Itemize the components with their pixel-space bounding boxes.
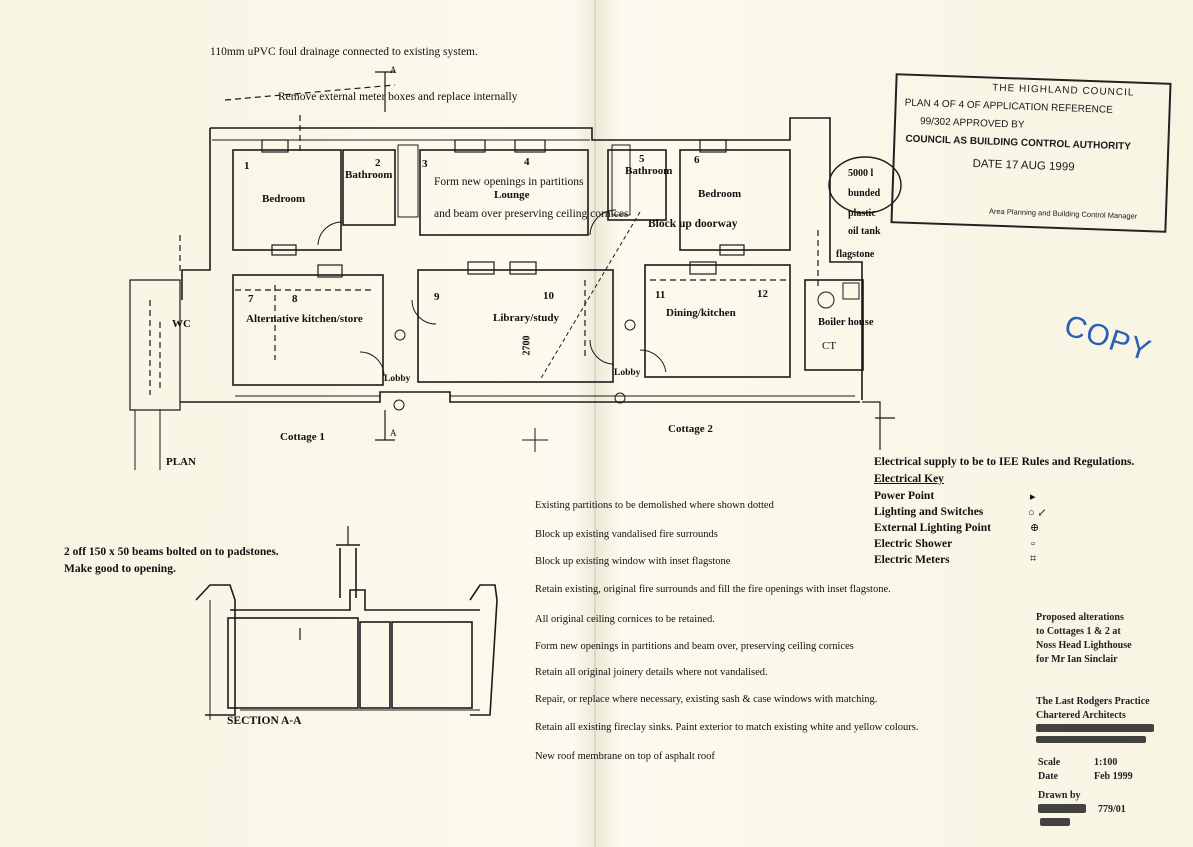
wc-label: WC — [172, 318, 191, 330]
general-note-7: Retain all original joinery details wher… — [535, 667, 768, 678]
lighting-switch-icon: ○ ↙ — [1028, 507, 1047, 519]
room-number-3: 3 — [422, 158, 428, 170]
lobby-label-1: Lobby — [384, 374, 411, 384]
cottage-1-label: Cottage 1 — [280, 431, 325, 443]
oil-tank-line-4: oil tank — [848, 226, 881, 237]
scale-label: Scale — [1038, 757, 1061, 768]
key-external-lighting: External Lighting Point — [874, 522, 991, 534]
room-number-5: 5 — [639, 153, 645, 165]
general-note-8: Repair, or replace where necessary, exis… — [535, 694, 878, 705]
general-note-10: New roof membrane on top of asphalt roof — [535, 751, 715, 762]
firm-subtitle: Chartered Architects — [1036, 710, 1126, 721]
date-value: Feb 1999 — [1094, 771, 1133, 782]
title-line-1: Proposed alterations — [1036, 612, 1124, 623]
page-fold — [594, 0, 596, 847]
block-doorway-note: Block up doorway — [648, 218, 738, 230]
key-lighting-switches: Lighting and Switches — [874, 506, 984, 518]
external-light-icon: ⊕ — [1030, 522, 1040, 534]
key-power-point: Power Point — [874, 490, 935, 502]
section-title: SECTION A-A — [227, 715, 302, 727]
room-number-10: 10 — [543, 290, 554, 302]
room-name-2: Bathroom — [345, 169, 393, 181]
stamp-council: COUNCIL AS BUILDING CONTROL AUTHORITY — [905, 133, 1132, 153]
openings-note-2: and beam over preserving ceiling cornice… — [434, 208, 629, 220]
dimension-label: 2700 — [521, 335, 533, 356]
redacted-drawn-by — [1038, 804, 1086, 813]
room-number-8: 8 — [292, 293, 298, 305]
room-number-6: 6 — [694, 154, 700, 166]
oil-tank-line-1: 5000 l — [848, 168, 874, 179]
general-note-5: All original ceiling cornices to be reta… — [535, 614, 715, 625]
room-number-11: 11 — [655, 289, 666, 301]
redacted-mark — [1040, 818, 1070, 826]
general-note-9: Retain all existing fireclay sinks. Pain… — [535, 722, 919, 733]
general-note-3: Block up existing window with inset flag… — [535, 556, 731, 567]
title-line-4: for Mr Ian Sinclair — [1036, 654, 1118, 665]
meter-boxes-note: Remove external meter boxes and replace … — [278, 91, 518, 103]
room-name-8: Alternative kitchen/store — [246, 313, 363, 325]
drainage-note: 110mm uPVC foul drainage connected to ex… — [210, 46, 478, 58]
room-number-7: 7 — [248, 293, 254, 305]
plan-label: PLAN — [166, 456, 196, 468]
room-number-12: 12 — [757, 288, 768, 300]
title-line-2: to Cottages 1 & 2 at — [1036, 626, 1121, 637]
electrical-key-title: Electrical Key — [874, 473, 944, 485]
firm-name: The Last Rodgers Practice — [1036, 696, 1150, 707]
general-note-1: Existing partitions to be demolished whe… — [535, 500, 774, 511]
flagstone-label: flagstone — [836, 249, 875, 260]
openings-note-1: Form new openings in partitions — [434, 176, 584, 188]
shower-icon: ▫ — [1031, 538, 1035, 550]
electrical-supply-note: Electrical supply to be to IEE Rules and… — [874, 456, 1135, 468]
key-electric-shower: Electric Shower — [874, 538, 953, 550]
scale-value: 1:100 — [1094, 757, 1118, 768]
lobby-label-2: Lobby — [614, 368, 641, 378]
approval-stamp: THE HIGHLAND COUNCIL PLAN 4 OF 4 OF APPL… — [890, 73, 1172, 233]
power-point-icon: ▸ — [1030, 491, 1036, 503]
oil-tank-line-3: plastic — [848, 208, 876, 219]
room-name-10: Library/study — [493, 312, 560, 324]
section-note-1: 2 off 150 x 50 beams bolted on to padsto… — [64, 546, 279, 558]
room-number-1: 1 — [244, 160, 250, 172]
general-note-2: Block up existing vandalised fire surrou… — [535, 529, 718, 540]
general-note-6: Form new openings in partitions and beam… — [535, 641, 854, 652]
meter-icon: ⌗ — [1030, 553, 1037, 565]
drawn-label: Drawn by — [1038, 790, 1081, 801]
room-name-12: Dining/kitchen — [666, 307, 736, 319]
room-number-2: 2 — [375, 157, 381, 169]
cottage-2-label: Cottage 2 — [668, 423, 713, 435]
boiler-house-label: Boiler house — [818, 317, 874, 328]
stamp-date: DATE 17 AUG 1999 — [972, 157, 1075, 174]
ct-label: CT — [822, 340, 837, 352]
room-name-6: Bedroom — [698, 188, 742, 200]
stamp-manager: Area Planning and Building Control Manag… — [988, 206, 1138, 221]
section-note-2: Make good to opening. — [64, 563, 176, 575]
key-electric-meters: Electric Meters — [874, 554, 950, 566]
stamp-plan-of: PLAN 4 OF 4 OF APPLICATION REFERENCE — [904, 97, 1113, 116]
room-number-9: 9 — [434, 291, 440, 303]
stamp-authority: THE HIGHLAND COUNCIL — [992, 82, 1135, 99]
section-marker-bottom: A — [390, 428, 397, 438]
oil-tank-line-2: bunded — [848, 188, 881, 199]
date-label: Date — [1038, 771, 1058, 782]
room-name-4: Lounge — [494, 189, 530, 201]
section-marker-top: A — [390, 65, 397, 75]
redacted-address-2 — [1036, 736, 1146, 743]
title-line-3: Noss Head Lighthouse — [1036, 640, 1132, 651]
room-name-5: Bathroom — [625, 165, 673, 177]
drawing-number: 779/01 — [1098, 804, 1126, 815]
redacted-address-1 — [1036, 724, 1154, 732]
stamp-reference: 99/302 APPROVED BY — [919, 116, 1025, 131]
general-note-4: Retain existing, original fire surrounds… — [535, 584, 891, 595]
room-number-4: 4 — [524, 156, 530, 168]
room-name-1: Bedroom — [262, 193, 306, 205]
